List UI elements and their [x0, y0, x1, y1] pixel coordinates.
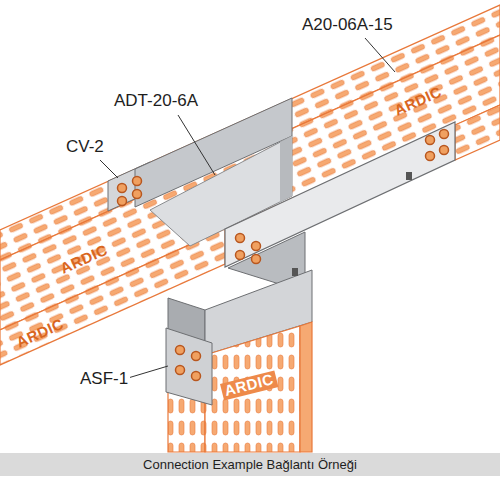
part-name: ASF-1 — [78, 370, 130, 389]
part-name: A20-06A-15 — [300, 16, 395, 35]
caption-band — [0, 453, 500, 476]
part-name: ADT-20-6A — [112, 92, 200, 111]
slot — [292, 268, 298, 276]
vertical-tray-wall — [300, 322, 312, 452]
splice-plate — [166, 328, 212, 405]
slot — [406, 172, 412, 180]
bolts — [118, 130, 449, 381]
vertical-tray-floor — [205, 326, 300, 452]
part-name: CV-2 — [64, 138, 106, 157]
tray-floor — [0, 35, 500, 330]
caption: Connection Example Bağlantı Örneği — [143, 457, 357, 472]
tee-side-plate — [225, 122, 455, 267]
leader-lines — [100, 38, 395, 378]
tee-inner-wall — [280, 136, 292, 202]
tray-near-wall — [455, 105, 500, 160]
